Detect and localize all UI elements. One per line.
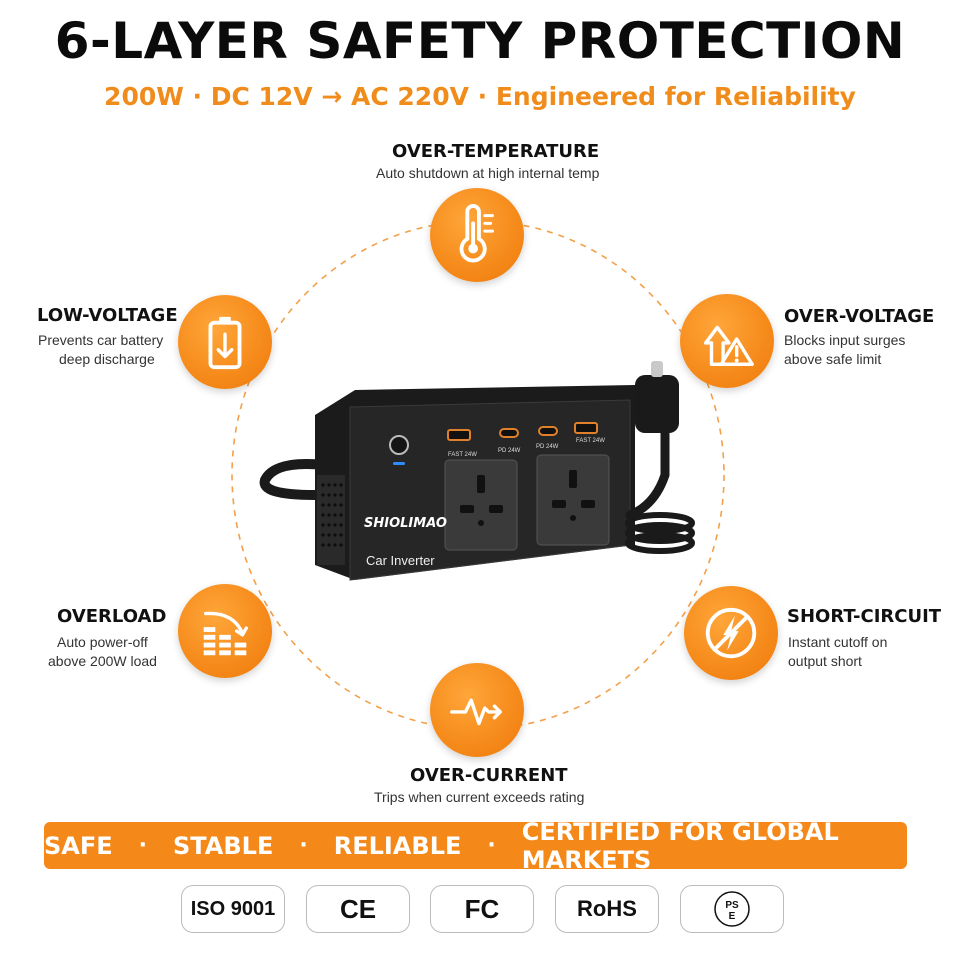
usb-a-port-right — [574, 422, 598, 434]
port-label-1: FAST 24W — [448, 452, 477, 458]
banner-item-safe: SAFE — [44, 831, 113, 860]
cert-badge-rohs: RoHS — [555, 885, 659, 933]
cert-badge-fcc: FC — [430, 885, 534, 933]
feature-over-current-badge — [430, 663, 524, 757]
banner-separator: · — [487, 833, 496, 858]
feature-low-voltage-desc-2: deep discharge — [59, 351, 155, 367]
pse-mark-icon: PS E — [714, 891, 750, 927]
svg-text:PS: PS — [725, 900, 739, 911]
usb-a-port-left — [447, 429, 471, 441]
feature-overload-desc-1: Auto power-off — [57, 634, 148, 650]
cert-badge-iso9001: ISO 9001 — [181, 885, 285, 933]
banner-separator: · — [299, 833, 308, 858]
feature-over-voltage-badge — [680, 294, 774, 388]
cert-badge-pse: PS E — [680, 885, 784, 933]
banner-item-certified: CERTIFIED FOR GLOBAL MARKETS — [521, 817, 839, 874]
port-label-2: PD 24W — [498, 448, 521, 454]
product-model: Car Inverter — [366, 553, 435, 568]
power-led — [393, 462, 405, 465]
cert-rohs-label: RoHS — [577, 896, 637, 921]
feature-over-voltage-desc-1: Blocks input surges — [784, 332, 906, 348]
feature-short-circuit-desc-2: output short — [788, 653, 862, 669]
features-banner: SAFE · STABLE · RELIABLE · CERTIFIED FOR… — [44, 818, 907, 874]
voltage-warning-icon — [703, 325, 754, 366]
port-label-4: FAST 24W — [576, 438, 605, 444]
banner-item-stable: STABLE — [173, 831, 274, 860]
feature-overload-title: OVERLOAD — [57, 606, 167, 627]
no-lightning-icon — [705, 607, 757, 659]
cigarette-plug — [635, 375, 679, 433]
banner-separator: · — [138, 833, 148, 858]
feature-short-circuit-desc-1: Instant cutoff on — [788, 634, 888, 650]
overload-bars-icon — [203, 611, 249, 656]
feature-overload-desc-2: above 200W load — [48, 653, 157, 669]
feature-low-voltage-desc-1: Prevents car battery — [38, 332, 164, 348]
port-label-3: PD 24W — [536, 444, 559, 450]
feature-over-temperature-desc: Auto shutdown at high internal temp — [376, 165, 600, 181]
feature-low-voltage-badge — [178, 295, 272, 389]
feature-low-voltage-title: LOW-VOLTAGE — [37, 305, 178, 326]
car-inverter-product — [259, 361, 695, 581]
feature-over-current-title: OVER-CURRENT — [410, 765, 568, 786]
feature-over-temperature-title: OVER-TEMPERATURE — [392, 141, 600, 162]
feature-short-circuit-badge — [684, 586, 778, 680]
cert-badge-ce: CE — [306, 885, 410, 933]
feature-overload-badge — [178, 584, 272, 678]
battery-low-icon — [208, 316, 242, 370]
certification-row: ISO 9001 CE FC RoHS PS E — [0, 885, 960, 935]
cert-iso9001-label: ISO 9001 — [190, 897, 276, 920]
usb-c-port-left — [499, 428, 519, 438]
feature-over-voltage-desc-2: above safe limit — [784, 351, 882, 367]
power-button[interactable] — [389, 435, 409, 455]
ac-socket-right — [536, 454, 610, 546]
feature-short-circuit-title: SHORT-CIRCUIT — [787, 606, 942, 627]
product-brand: SHIOLIMAO — [364, 516, 447, 531]
svg-text:E: E — [729, 911, 736, 922]
feature-over-current-desc: Trips when current exceeds rating — [374, 789, 585, 805]
pulse-icon — [450, 698, 502, 726]
usb-c-port-right — [538, 426, 558, 436]
fcc-mark-icon: FC — [464, 893, 500, 924]
ce-mark-icon: CE — [339, 893, 377, 924]
banner-item-reliable: RELIABLE — [333, 831, 462, 860]
vent-grille — [317, 475, 345, 565]
ac-socket-left — [444, 459, 518, 551]
feature-over-voltage-title: OVER-VOLTAGE — [784, 306, 935, 327]
thermometer-icon — [459, 204, 494, 263]
page-subtitle: 200W · DC 12V → AC 220V · Engineered for… — [104, 82, 856, 111]
feature-over-temperature-badge — [430, 188, 524, 282]
page-title: 6-LAYER SAFETY PROTECTION — [54, 12, 906, 70]
